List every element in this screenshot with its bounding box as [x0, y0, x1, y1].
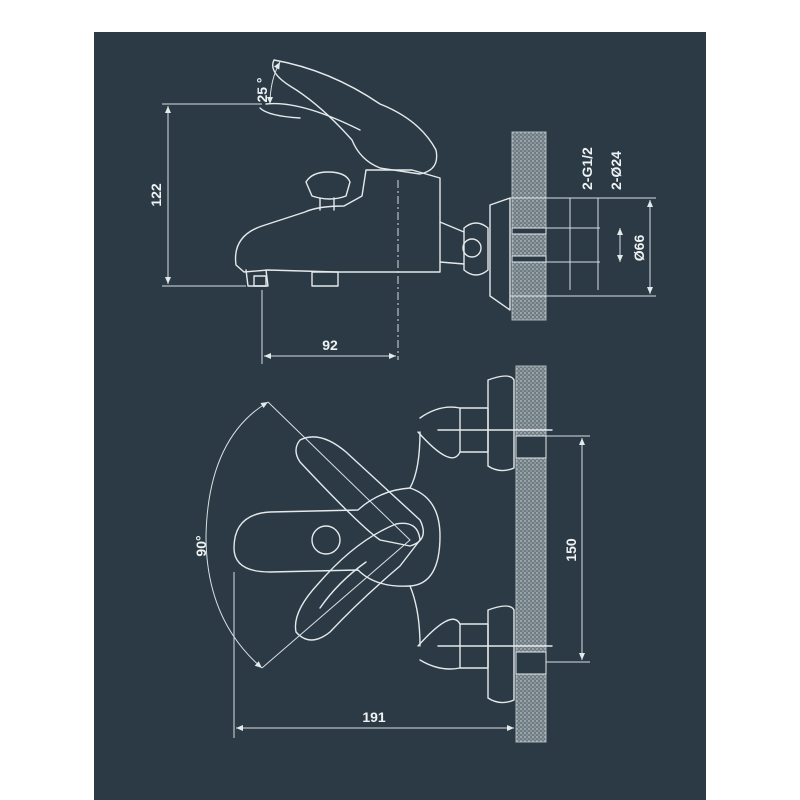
overall-191-label: 191	[362, 709, 386, 725]
body-top	[233, 487, 441, 587]
projection-92-label: 92	[322, 337, 338, 353]
angle-25-label: 25 °	[254, 77, 270, 102]
connection-nut	[463, 222, 489, 276]
centers-150-label: 150	[563, 538, 579, 562]
mixer-body	[234, 169, 441, 273]
wall-side	[511, 131, 547, 321]
wall-top	[515, 365, 547, 743]
height-122-label: 122	[148, 183, 164, 207]
diverter-knob	[305, 171, 351, 200]
thread-label: 2-G1/2	[579, 147, 595, 190]
angle-90-label: 90°	[193, 535, 209, 556]
drawing-sheet	[94, 32, 706, 800]
lever-handle	[272, 59, 438, 175]
top-view: 90° 150 191	[193, 365, 590, 743]
handle-rotated	[295, 436, 424, 547]
flange	[489, 197, 511, 311]
side-view: 25 ° 122 92 2-G1/2 2-Ø24 Ø66	[148, 59, 656, 364]
handle-down	[294, 522, 421, 641]
flange-diameter-label: Ø66	[631, 235, 647, 262]
pipe-diameter-label: 2-Ø24	[608, 151, 624, 190]
